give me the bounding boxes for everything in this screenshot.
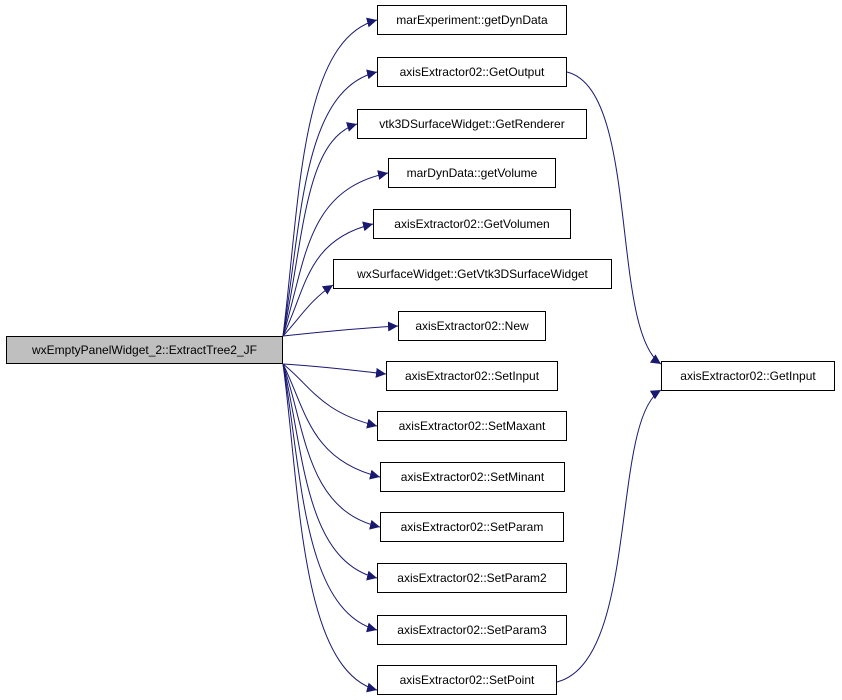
edge-to-setpoint <box>282 363 378 693</box>
edge-to-new <box>282 321 399 337</box>
callee-node-setparam2[interactable]: axisExtractor02::SetParam2 <box>377 563 567 593</box>
edge-to-setparam2 <box>282 363 378 581</box>
edge-to-getvolume <box>282 170 389 337</box>
edge-to-setparam <box>282 363 381 530</box>
callee-node-getrenderer[interactable]: vtk3DSurfaceWidget::GetRenderer <box>357 109 587 139</box>
edge-to-setinput <box>282 363 387 378</box>
callee-node-getvolumen[interactable]: axisExtractor02::GetVolumen <box>373 209 571 239</box>
callee-node-getdyndata[interactable]: marExperiment::getDynData <box>377 5 567 35</box>
callee-node-setpoint[interactable]: axisExtractor02::SetPoint <box>377 665 557 695</box>
edge-to-getoutput <box>282 69 378 337</box>
callee-node-setinput[interactable]: axisExtractor02::SetInput <box>386 361 558 391</box>
callee-node-setmaxant[interactable]: axisExtractor02::SetMaxant <box>377 411 567 441</box>
edge-to-getdyndata <box>282 17 378 337</box>
edge-to-setminant <box>282 363 381 480</box>
edge-to-setmaxant <box>282 363 378 429</box>
callee-node-setparam3[interactable]: axisExtractor02::SetParam3 <box>377 615 567 645</box>
edge-to-getrenderer <box>282 122 358 337</box>
callee-node-getvolume[interactable]: marDynData::getVolume <box>388 158 556 188</box>
edge-to-setparam3 <box>282 363 378 633</box>
secondary-node-getinput[interactable]: axisExtractor02::GetInput <box>661 361 835 391</box>
root-function-node: wxEmptyPanelWidget_2::ExtractTree2_JF <box>6 336 283 364</box>
callee-node-setminant[interactable]: axisExtractor02::SetMinant <box>380 462 565 492</box>
callee-node-setparam[interactable]: axisExtractor02::SetParam <box>380 512 564 542</box>
edge-getoutput-to-getinput <box>566 71 662 365</box>
edge-setpoint-to-getinput <box>556 389 662 683</box>
callee-node-getoutput[interactable]: axisExtractor02::GetOutput <box>377 57 567 87</box>
callee-node-new[interactable]: axisExtractor02::New <box>398 311 546 341</box>
edge-to-getvtk3dsurfacewidget <box>282 284 334 337</box>
callee-node-getvtk3dsurfacewidget[interactable]: wxSurfaceWidget::GetVtk3DSurfaceWidget <box>333 259 612 289</box>
edge-to-getvolumen <box>282 221 374 337</box>
